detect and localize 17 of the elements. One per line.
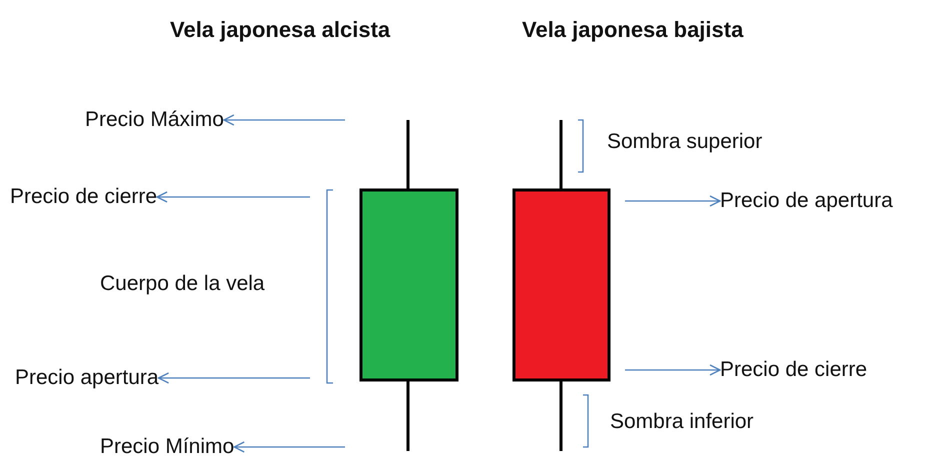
arrow [625, 195, 721, 207]
price-label: Precio Máximo [85, 108, 224, 132]
arrow [625, 364, 721, 376]
bracket-label: Sombra superior [607, 130, 762, 154]
price-label: Precio Mínimo [100, 435, 234, 459]
price-label: Precio de cierre [720, 358, 868, 382]
price-label: Precio de apertura [720, 189, 893, 213]
arrow [158, 372, 310, 384]
arrow [223, 114, 345, 126]
price-label: Precio apertura [15, 366, 159, 390]
bracket-label: Cuerpo de la vela [100, 272, 265, 296]
heading: Vela japonesa alcista [170, 18, 390, 42]
price-label: Precio de cierre [10, 185, 158, 209]
heading: Vela japonesa bajista [522, 18, 744, 42]
arrow [156, 191, 310, 203]
arrow [234, 441, 345, 453]
bracket-label: Sombra inferior [610, 410, 754, 434]
